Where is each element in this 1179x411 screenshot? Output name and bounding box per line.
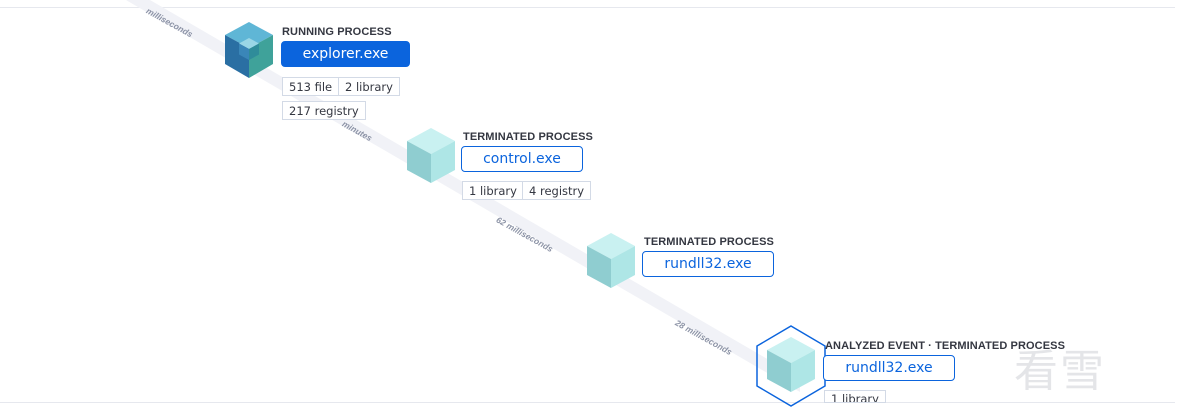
bottom-divider <box>0 402 1175 403</box>
watermark-logo: 看雪 <box>1014 346 1106 397</box>
top-divider <box>0 7 1175 8</box>
process-button-explorer[interactable]: explorer.exe <box>281 41 410 67</box>
node-title-explorer: RUNNING PROCESS <box>282 26 392 38</box>
process-button-rundll32[interactable]: rundll32.exe <box>642 251 774 277</box>
badge-library-count[interactable]: 2 library <box>338 77 400 96</box>
cube-icon-rundll32-selected[interactable] <box>756 325 826 407</box>
badge-library-count[interactable]: 1 library <box>824 390 886 403</box>
badge-registry-count[interactable]: 217 registry <box>282 101 366 120</box>
cube-icon-explorer[interactable] <box>225 22 273 78</box>
node-title-rundll32: TERMINATED PROCESS <box>644 236 774 248</box>
badge-file-count[interactable]: 513 file <box>282 77 340 96</box>
cube-icon-control[interactable] <box>407 128 455 183</box>
node-title-control: TERMINATED PROCESS <box>463 131 593 143</box>
badge-library-count[interactable]: 1 library <box>462 181 524 200</box>
badge-registry-count[interactable]: 4 registry <box>522 181 592 200</box>
process-button-rundll32-analyzed[interactable]: rundll32.exe <box>823 355 955 381</box>
process-button-control[interactable]: control.exe <box>461 146 583 172</box>
cube-icon-rundll32[interactable] <box>587 233 635 288</box>
node-title-analyzed: ANALYZED EVENT · TERMINATED PROCESS <box>825 340 1066 352</box>
